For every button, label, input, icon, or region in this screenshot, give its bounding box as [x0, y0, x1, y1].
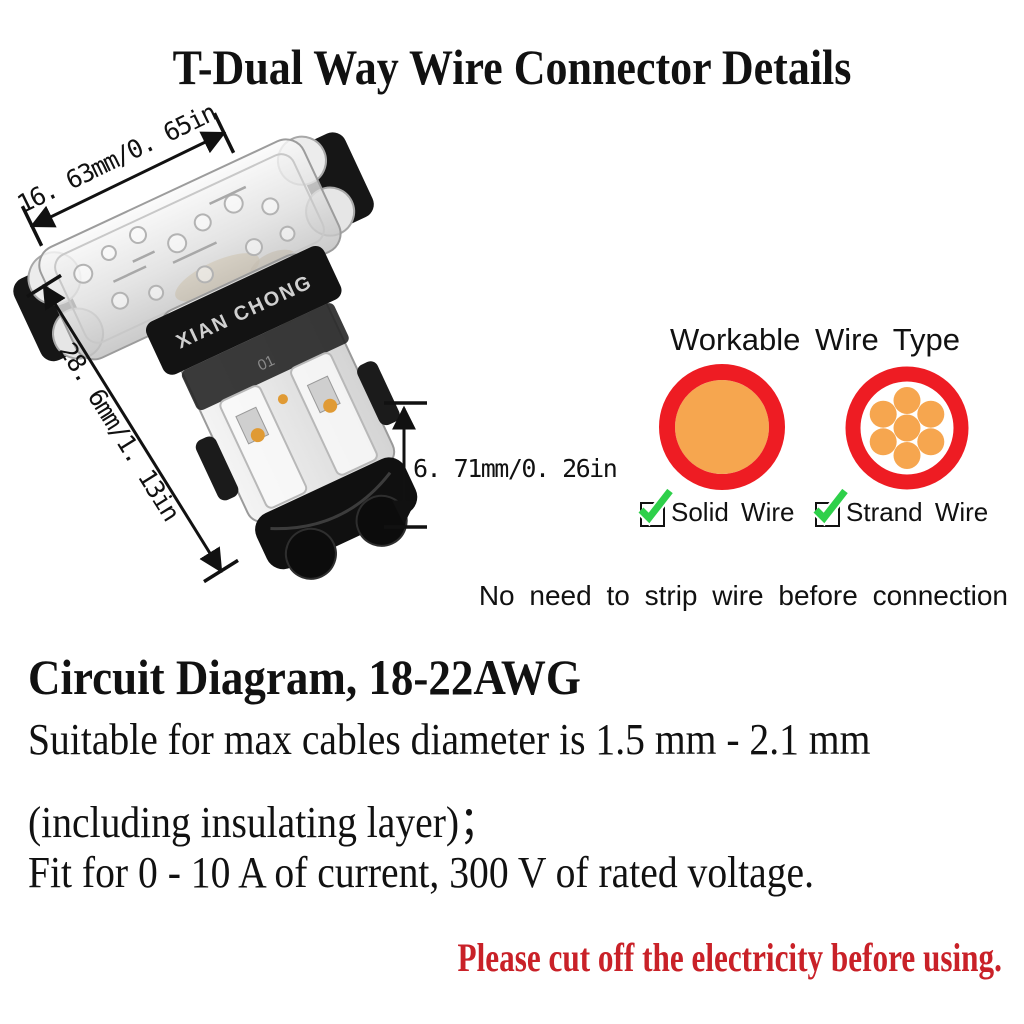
wire-type-icons: [659, 364, 969, 490]
cap-highlight: [270, 471, 392, 531]
warning-text: Please cut off the electricity before us…: [457, 935, 1002, 980]
strand-wire-label: Strand Wire: [846, 497, 989, 527]
product-photo: XIAN CHONG 01: [13, 132, 418, 580]
note-cable-diameter: Suitable for max cables diameter is 1.5 …: [28, 715, 871, 764]
clamp-band: [181, 303, 349, 411]
note-current-rating: Fit for 0 - 10 A of current, 300 V of ra…: [28, 848, 814, 897]
strand-wire-icon: [845, 366, 969, 490]
solid-wire-label: Solid Wire: [671, 497, 795, 527]
stem-side-latch: [357, 361, 400, 426]
copper-glint: [323, 398, 338, 413]
check-icon: [812, 487, 850, 527]
wire-type-heading: Workable Wire Type: [670, 322, 960, 357]
strand-wire-option: Strand Wire: [812, 487, 1003, 530]
bottom-cap-lobe: [284, 527, 337, 580]
copper-glint: [250, 428, 265, 443]
check-icon: [637, 487, 675, 527]
stem-mold-mark: 01: [255, 352, 277, 374]
solid-wire-icon: [659, 364, 785, 490]
solid-wire-option: Solid Wire: [637, 487, 808, 530]
no-strip-note: No need to strip wire before connection: [478, 580, 1008, 611]
note-insulating-layer: (including insulating layer)；: [28, 798, 499, 847]
section-heading: Circuit Diagram, 18-22AWG: [28, 649, 581, 705]
page-title: T-Dual Way Wire Connector Details: [172, 39, 852, 95]
copper-glint: [277, 394, 288, 405]
strand-cores: [869, 387, 945, 469]
